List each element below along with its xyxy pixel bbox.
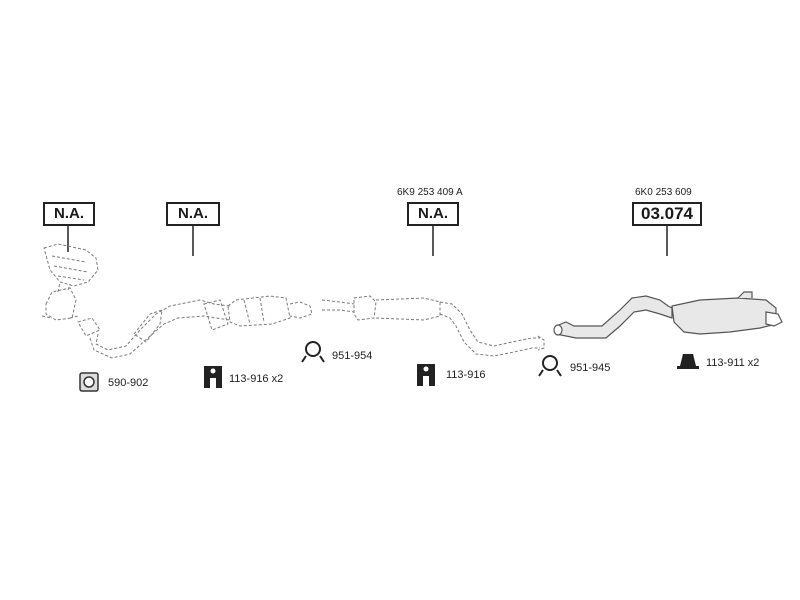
part-code-box-4[interactable]: 03.074 (632, 202, 702, 226)
accessory-label-mount-2: 113-916 (446, 369, 486, 381)
accessory-label-gasket: 590-902 (108, 377, 149, 389)
pipe-clamp-icon (538, 355, 562, 377)
accessory-label-mount-1: 113-916 x2 (229, 373, 284, 385)
part-code-box-3[interactable]: N.A. (407, 202, 459, 226)
part-number-4: 6K0 253 609 (635, 187, 692, 198)
part-number-3: 6K9 253 409 A (397, 187, 463, 198)
front-pipe-catalyst (77, 295, 313, 359)
bracket-mount-icon (677, 354, 699, 369)
rubber-mount-icon (204, 366, 222, 388)
gasket-icon (79, 372, 99, 392)
part-code-box-1[interactable]: N.A. (43, 202, 95, 226)
rubber-mount-icon (417, 364, 435, 386)
exhaust-manifold (41, 243, 99, 321)
accessory-label-bracket: 113-911 x2 (706, 357, 760, 369)
accessory-label-clamp-1: 951-954 (332, 350, 373, 362)
middle-silencer (321, 295, 545, 357)
rear-silencer (553, 291, 783, 339)
part-code-box-2[interactable]: N.A. (166, 202, 220, 226)
pipe-clamp-icon (301, 341, 325, 363)
accessory-label-clamp-2: 951-945 (570, 362, 611, 374)
